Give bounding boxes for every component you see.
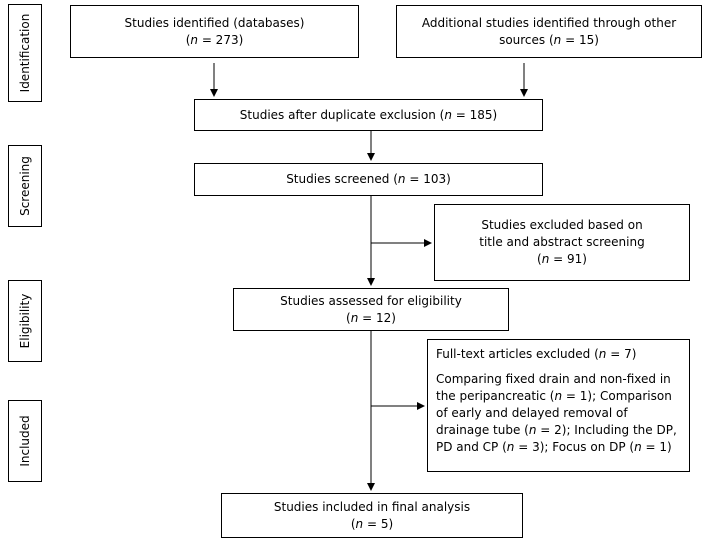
stage-screening: Screening — [8, 145, 42, 227]
box-identified-other-count: sources (n = 15) — [499, 32, 599, 47]
box-eligibility: Studies assessed for eligibility (n = 12… — [233, 288, 509, 331]
box-final-analysis-count: (n = 5) — [350, 516, 394, 531]
box-screened: Studies screened (n = 103) — [194, 163, 543, 196]
box-identified-other: Additional studies identified through ot… — [396, 5, 702, 58]
box-identified-databases-title: Studies identified (databases) — [124, 15, 305, 30]
stage-included: Included — [8, 400, 42, 482]
box-fulltext-excluded-reasons: Comparing fixed drain and non-fixed in t… — [436, 372, 677, 454]
box-screened-text: Studies screened (n = 103) — [286, 172, 451, 186]
box-after-duplicates: Studies after duplicate exclusion (n = 1… — [194, 99, 543, 131]
box-excluded-title-line1: Studies excluded based on — [481, 218, 643, 232]
box-final-analysis: Studies included in final analysis (n = … — [221, 493, 523, 538]
box-after-duplicates-text: Studies after duplicate exclusion (n = 1… — [239, 107, 498, 122]
stage-eligibility: Eligibility — [8, 280, 42, 362]
box-eligibility-title: Studies assessed for eligibility — [280, 293, 462, 308]
box-excluded-title-line2: title and abstract screening — [479, 235, 645, 249]
box-identified-databases: Studies identified (databases) (n = 273) — [70, 5, 359, 58]
box-identified-databases-count: (n = 273) — [185, 32, 244, 47]
box-fulltext-excluded-heading: Full-text articles excluded (n = 7) — [436, 347, 637, 361]
box-fulltext-excluded: Full-text articles excluded (n = 7) Comp… — [427, 339, 690, 472]
box-identified-other-title: Additional studies identified through ot… — [421, 15, 677, 30]
stage-identification: Identification — [8, 4, 42, 102]
box-eligibility-count: (n = 12) — [346, 310, 396, 325]
box-excluded-title-count: (n = 91) — [537, 252, 587, 266]
box-excluded-title-abstract: Studies excluded based on title and abst… — [434, 204, 690, 281]
box-final-analysis-title: Studies included in final analysis — [273, 499, 471, 514]
